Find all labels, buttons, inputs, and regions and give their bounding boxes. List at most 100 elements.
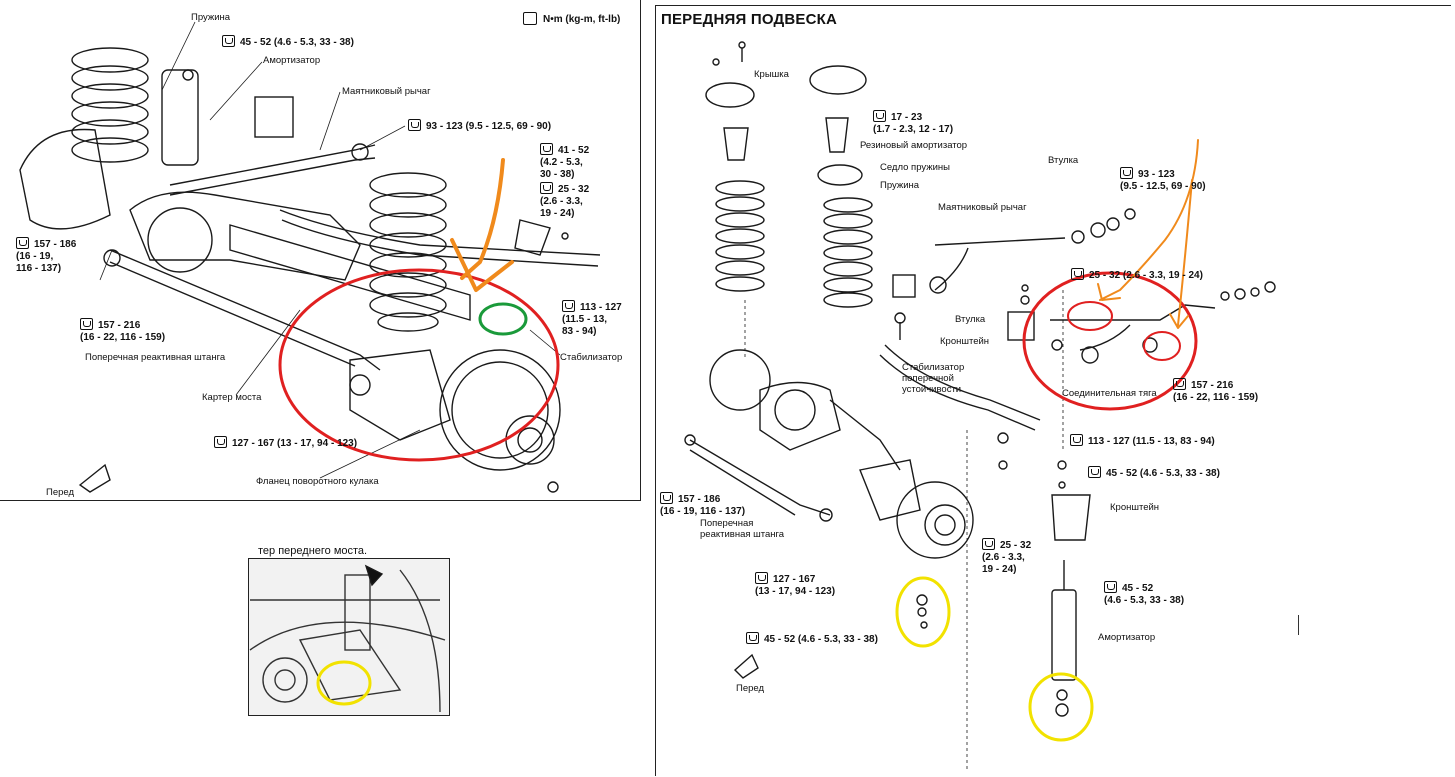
yellow-ellipse-photo (316, 660, 372, 706)
link-bracket (1007, 311, 1035, 341)
red-small-ellipse-1 (1067, 301, 1113, 331)
torque-right-6: 45 - 52 (4.6 - 5.3, 33 - 38) (1088, 466, 1220, 480)
label-spring-right: Пружина (880, 180, 920, 191)
left-rear-spring (71, 47, 149, 163)
right-spring-right (823, 197, 873, 308)
orange-arrow-left (450, 158, 514, 292)
label-link: Соединительная тяга (1062, 388, 1157, 399)
torque-icon (982, 538, 995, 550)
differential-right (709, 349, 771, 411)
brake-disc-right (896, 481, 974, 559)
left-dust-shield (19, 128, 111, 230)
scan-mark (1298, 615, 1299, 635)
torque-right-4: 157 - 216 (16 - 22, 116 - 159) (1173, 378, 1259, 403)
torque-left-5: 157 - 186 (16 - 19, 116 - 137) (16, 237, 77, 274)
torque-legend: N•m (kg-m, ft-lb) (523, 12, 620, 25)
torque-right-10: 127 - 167 (13 - 17, 94 - 123) (755, 572, 836, 597)
torque-right-3: 25 - 32 (2.6 - 3.3, 19 - 24) (1071, 268, 1203, 282)
label-panhard-right: Поперечная реактивная штанга (700, 518, 785, 540)
label-front-left: Перед (46, 487, 75, 498)
torque-icon (562, 300, 575, 312)
steering-knuckle (349, 349, 451, 441)
torque-icon (80, 318, 93, 330)
torque-icon (1120, 167, 1133, 179)
torque-icon (1071, 268, 1084, 280)
torque-icon (746, 632, 759, 644)
torque-right-7: 157 - 186 (16 - 19, 116 - 137) (660, 492, 746, 517)
label-shock-left: Амортизатор (263, 55, 321, 66)
label-knuckle-flange: Фланец поворотного кулака (256, 476, 379, 487)
torque-left-6: 157 - 216 (16 - 22, 116 - 159) (80, 318, 166, 343)
yellow-ellipse-right-1 (895, 576, 951, 648)
label-stabilizer-right: Стабилизатор поперечной устойчивости (902, 362, 965, 395)
shock-right (1051, 589, 1077, 681)
brake-disc (439, 349, 561, 471)
spring-seat (817, 164, 863, 186)
torque-icon (660, 492, 673, 504)
label-cap: Крышка (754, 69, 789, 80)
label-panhard-left: Поперечная реактивная штанга (85, 352, 226, 363)
photo-sketch (249, 569, 446, 713)
label-front-right: Перед (736, 683, 765, 694)
page-title: ПЕРЕДНЯЯ ПОДВЕСКА (661, 11, 838, 28)
torque-icon (1173, 378, 1186, 390)
torque-icon (222, 35, 235, 47)
label-shock-right: Амортизатор (1098, 632, 1156, 643)
torque-icon (214, 436, 227, 448)
connecting-link (1050, 304, 1216, 321)
stabilizer-bar-right (884, 344, 1041, 421)
torque-icon (1088, 466, 1101, 478)
axle-housing (129, 191, 361, 281)
orange-arrow-right-2 (1169, 179, 1193, 329)
torque-icon (16, 237, 29, 249)
orange-arrow-right-1 (1097, 139, 1199, 301)
bump-stop-left (723, 127, 749, 161)
red-small-ellipse-2 (1143, 331, 1181, 361)
torque-left-2: 93 - 123 (9.5 - 12.5, 69 - 90) (408, 119, 551, 133)
torque-right-1: 17 - 23 (1.7 - 2.3, 12 - 17) (873, 110, 954, 135)
torque-icon (873, 110, 886, 122)
torque-icon (1070, 434, 1083, 446)
torque-right-8: 25 - 32 (2.6 - 3.3, 19 - 24) (982, 538, 1032, 575)
label-pitman-right: Маятниковый рычаг (938, 202, 1027, 213)
torque-left-7: 113 - 127 (11.5 - 13, 83 - 94) (562, 300, 622, 337)
label-spring-seat: Седло пружины (880, 162, 950, 173)
front-arrow-right (733, 653, 759, 679)
torque-icon (408, 119, 421, 131)
label-bracket2: Кронштейн (1110, 502, 1160, 513)
right-spring-left (715, 180, 765, 292)
red-ellipse-right (1022, 271, 1198, 411)
pitman-arm-bracket (254, 96, 294, 138)
torque-left-8: 127 - 167 (13 - 17, 94 - 123) (214, 436, 357, 450)
label-bushing-top: Втулка (1048, 155, 1079, 166)
green-ellipse (478, 302, 528, 336)
label-pitman-left: Маятниковый рычаг (342, 86, 431, 97)
label-spring-left: Пружина (191, 12, 231, 23)
bracket-right (1051, 494, 1091, 541)
bump-stop-right (825, 117, 849, 153)
knuckle-right (859, 459, 921, 521)
photo-caption: тер переднего моста. (258, 545, 368, 557)
torque-icon (1104, 581, 1117, 593)
torque-icon (755, 572, 768, 584)
front-arrow-left (78, 463, 111, 493)
spring-upper-cap (809, 65, 867, 95)
torque-left-4: 25 - 32 (2.6 - 3.3, 19 - 24) (540, 182, 590, 219)
red-ellipse-left (278, 268, 560, 462)
torque-icon (540, 143, 553, 155)
label-bracket: Кронштейн (940, 336, 990, 347)
torque-icon (540, 182, 553, 194)
stabilizer-bar (279, 209, 601, 256)
pitman-arm (169, 144, 376, 186)
differential-housing (147, 207, 213, 273)
torque-left-3: 41 - 52 (4.2 - 5.3, 30 - 38) (540, 143, 590, 180)
torque-wrench-icon (523, 12, 537, 25)
torque-right-9: 45 - 52 (4.6 - 5.3, 33 - 38) (1104, 581, 1185, 606)
torque-right-11: 45 - 52 (4.6 - 5.3, 33 - 38) (746, 632, 878, 646)
torque-right-5: 113 - 127 (11.5 - 13, 83 - 94) (1070, 434, 1215, 448)
photo-arrow (364, 564, 384, 587)
pitman-arm-right (934, 237, 1066, 246)
torque-left-1: 45 - 52 (4.6 - 5.3, 33 - 38) (222, 35, 354, 49)
label-stabilizer-left: Стабилизатор (560, 352, 623, 363)
